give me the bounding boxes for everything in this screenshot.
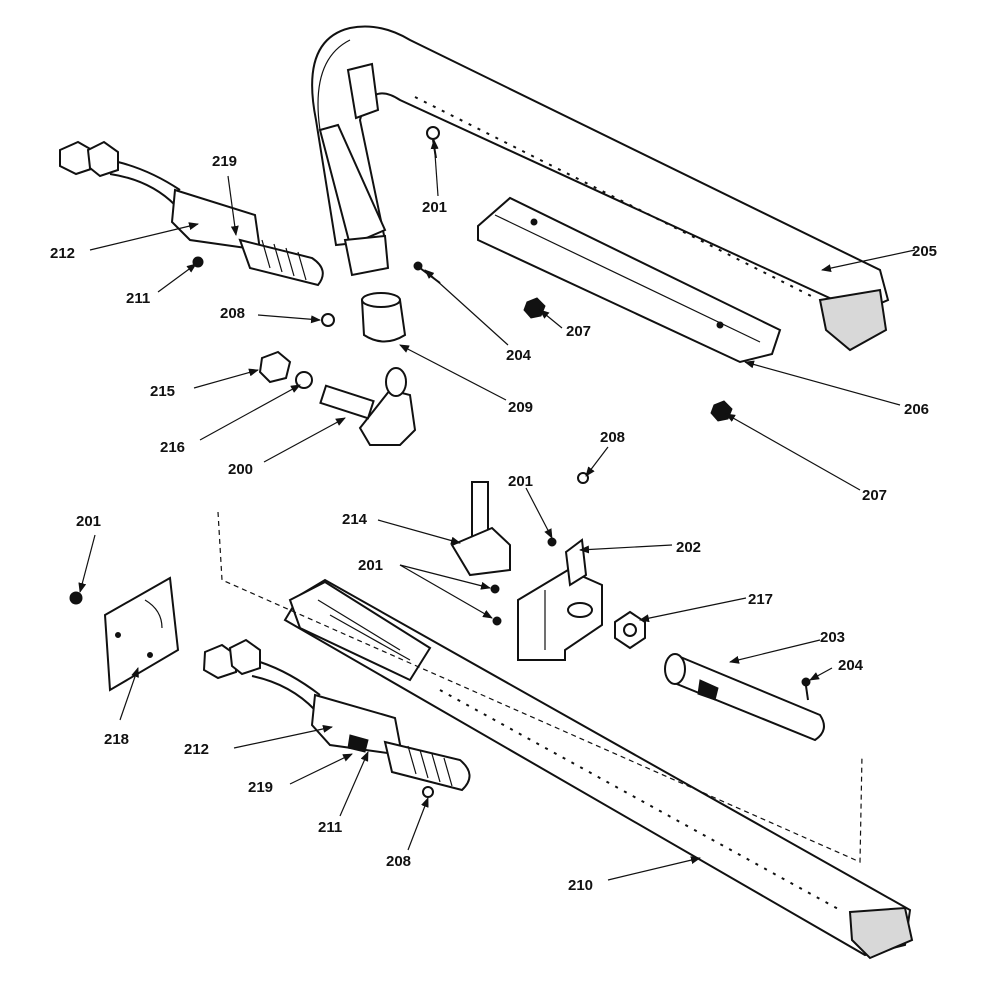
screw-208-lower (422, 786, 434, 798)
label-214: 214 (342, 511, 368, 528)
label-201-right: 201 (508, 473, 533, 490)
heat-shield-206 (477, 196, 782, 364)
upper-burner-205 (311, 25, 890, 352)
ring-216 (295, 371, 313, 389)
label-207-a: 207 (566, 323, 591, 340)
label-219-upper: 219 (212, 153, 237, 170)
screw-204-right (801, 677, 811, 701)
label-211-upper: 211 (126, 290, 150, 307)
label-216: 216 (160, 439, 185, 456)
label-201-mid: 201 (358, 557, 383, 574)
nut-217 (614, 610, 646, 650)
screw-208-upper (321, 313, 335, 327)
label-204-right: 204 (838, 657, 864, 674)
lower-burner-210 (283, 578, 914, 960)
screw-201-left (69, 591, 83, 605)
label-219-lower: 219 (248, 779, 273, 796)
label-211-lower: 211 (318, 819, 342, 836)
label-209: 209 (508, 399, 533, 416)
label-203: 203 (820, 629, 845, 646)
nut-207-a (523, 297, 546, 319)
alignment-guide (217, 511, 863, 863)
screw-201-top (426, 126, 440, 159)
label-201-top: 201 (422, 199, 447, 216)
coupling-209 (360, 292, 407, 343)
valve-200 (319, 367, 417, 446)
igniter-212-lower (202, 638, 471, 792)
leader-lines (78, 139, 916, 881)
label-208-lower: 208 (386, 853, 411, 870)
tube-203 (664, 653, 825, 742)
label-201-left: 201 (76, 513, 101, 530)
igniter-212-upper (59, 140, 324, 287)
label-202: 202 (676, 539, 701, 556)
label-204-top: 204 (506, 347, 532, 364)
nut-207-b (710, 400, 733, 422)
label-218: 218 (104, 731, 129, 748)
label-212-lower: 212 (184, 741, 209, 758)
bracket-202 (517, 538, 603, 661)
nut-215 (258, 350, 292, 384)
burner-ports-bottom (439, 689, 841, 911)
label-215: 215 (150, 383, 175, 400)
valve-214 (450, 481, 511, 577)
label-212-upper: 212 (50, 245, 75, 262)
label-208-mid: 208 (600, 429, 625, 446)
label-207-b: 207 (862, 487, 887, 504)
label-208-upper: 208 (220, 305, 245, 322)
label-210: 210 (568, 877, 593, 894)
label-205: 205 (912, 243, 937, 260)
label-200: 200 (228, 461, 253, 478)
label-206: 206 (904, 401, 929, 418)
plate-218 (103, 576, 180, 692)
label-217: 217 (748, 591, 773, 608)
part-labels: 219 212 211 208 215 216 200 201 204 209 … (50, 153, 937, 894)
